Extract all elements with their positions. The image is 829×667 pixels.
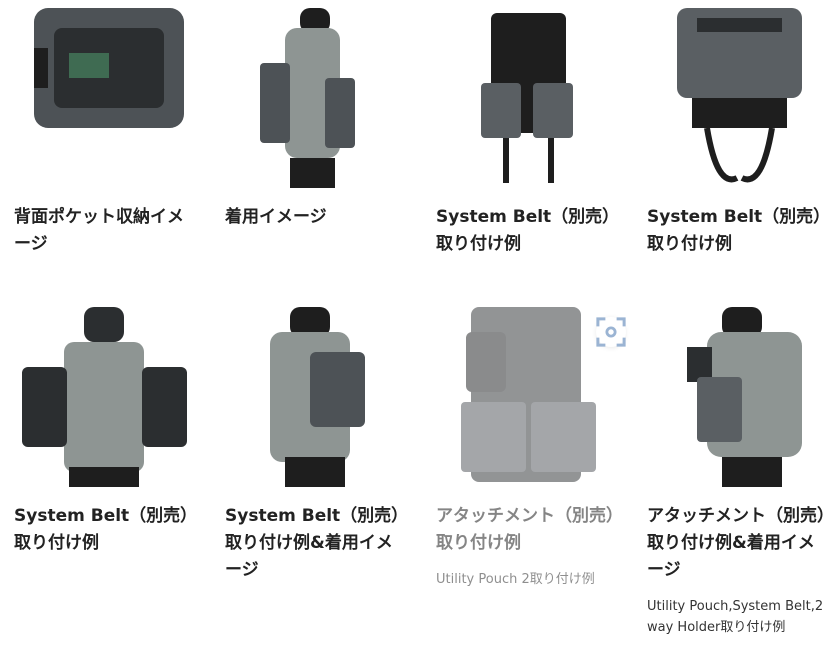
product-image[interactable] bbox=[225, 307, 407, 487]
product-image[interactable] bbox=[14, 307, 196, 487]
item-caption: System Belt（別売）取り付け例 bbox=[647, 207, 822, 254]
vest-photo bbox=[461, 307, 596, 482]
vest-photo bbox=[34, 8, 184, 128]
gallery-item[interactable]: アタッチメント（別売）取り付け例 Utility Pouch 2取り付け例 bbox=[436, 307, 626, 590]
item-description: Utility Pouch 2取り付け例 bbox=[436, 572, 595, 587]
item-caption: System Belt（別売）取り付け例 bbox=[14, 506, 189, 553]
gallery-item[interactable]: System Belt（別売）取り付け例 bbox=[14, 307, 196, 557]
visual-search-icon[interactable] bbox=[596, 317, 626, 347]
vest-photo bbox=[270, 307, 365, 487]
item-caption: 着用イメージ bbox=[225, 207, 327, 227]
gallery-item[interactable]: System Belt（別売）取り付け例 bbox=[647, 8, 829, 258]
gallery-item[interactable]: アタッチメント（別売）取り付け例&着用イメージ Utility Pouch,Sys… bbox=[647, 307, 829, 638]
item-caption: System Belt（別売）取り付け例 bbox=[436, 207, 611, 254]
item-caption: 背面ポケット収納イメージ bbox=[14, 207, 184, 254]
product-image[interactable] bbox=[436, 8, 618, 188]
product-image[interactable] bbox=[647, 8, 829, 188]
vest-photo bbox=[260, 8, 355, 188]
product-image[interactable] bbox=[436, 307, 626, 487]
vest-photo bbox=[677, 8, 802, 183]
vest-photo bbox=[687, 307, 802, 487]
product-image[interactable] bbox=[647, 307, 829, 487]
vest-photo bbox=[481, 13, 573, 183]
product-image[interactable] bbox=[14, 8, 196, 188]
gallery-item[interactable]: System Belt（別売）取り付け例&着用イメージ bbox=[225, 307, 407, 584]
product-image[interactable] bbox=[225, 8, 407, 188]
gallery-item[interactable]: 着用イメージ bbox=[225, 8, 407, 231]
item-caption: アタッチメント（別売）取り付け例&着用イメージ bbox=[647, 506, 826, 580]
item-caption: System Belt（別売）取り付け例&着用イメージ bbox=[225, 506, 400, 580]
vest-photo bbox=[22, 307, 187, 487]
gallery-item[interactable]: 背面ポケット収納イメージ bbox=[14, 8, 196, 258]
item-caption: アタッチメント（別売）取り付け例 bbox=[436, 506, 615, 553]
gallery-item[interactable]: System Belt（別売）取り付け例 bbox=[436, 8, 618, 258]
item-description: Utility Pouch,System Belt,2way Holder取り付… bbox=[647, 599, 824, 635]
